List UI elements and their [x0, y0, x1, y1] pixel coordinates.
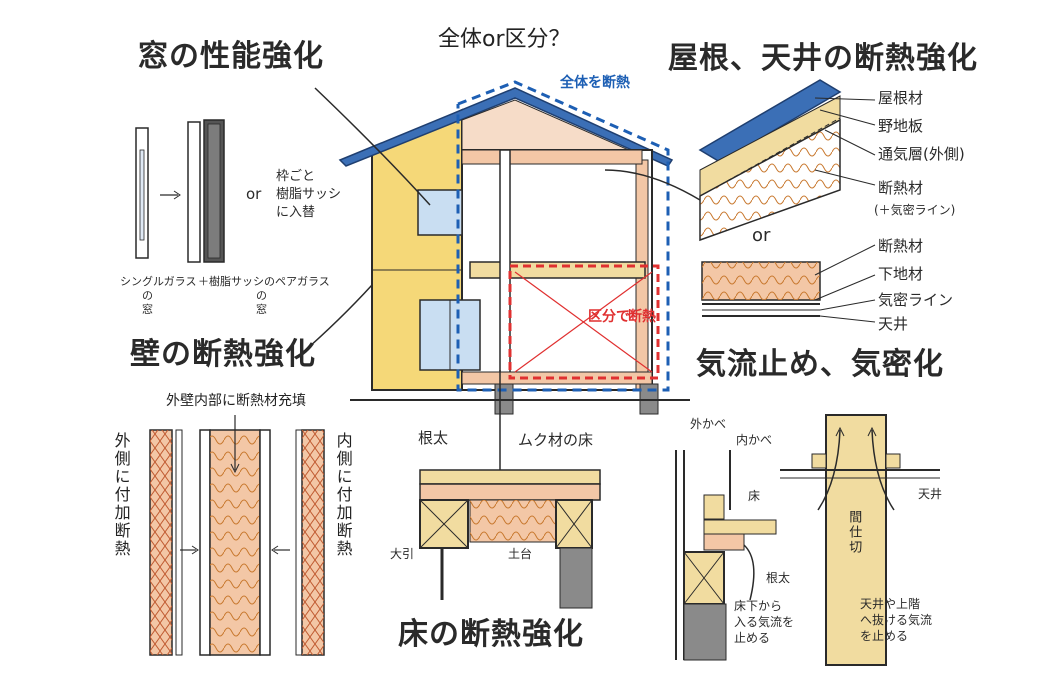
single-glass-label-2: の [142, 289, 153, 302]
window-detail [135, 119, 225, 263]
roof-label-sheathing: 野地板 [878, 117, 924, 135]
ceiling-label-airtight: 気密ライン [878, 291, 954, 309]
airflow-detail-left [675, 450, 777, 661]
roof-label-insulation: 断熱材 [878, 179, 924, 197]
replace-note-3: に入替 [276, 205, 316, 220]
airflow-neta: 根太 [766, 571, 791, 585]
window-upper [417, 189, 463, 236]
airflow-title: 気流止め、気密化 [696, 347, 944, 382]
wall-outside-label: 外側に付加断熱 [111, 432, 131, 558]
wall-inside-label: 内側に付加断熱 [333, 432, 353, 558]
ceiling-label-ceiling: 天井 [878, 315, 909, 333]
replace-note-1: 枠ごと [276, 169, 316, 184]
floor-label-dodai: 土台 [508, 547, 533, 561]
airflow-partition: 間仕切 [846, 510, 862, 555]
floor-label-neta: 根太 [418, 429, 449, 447]
section-insulation-label-a: 区分で [588, 309, 630, 325]
pair-glass-label-1: ＋樹脂サッシのペアガラス [198, 275, 330, 288]
whole-insulation-label: 全体を断熱 [560, 75, 630, 91]
floor-label-obiki: 大引 [390, 547, 415, 561]
roof-label-vent-layer: 通気層(外側) [878, 145, 965, 163]
roof-detail [698, 79, 842, 317]
floor-detail [419, 469, 601, 609]
pair-glass-label-3: 窓 [256, 303, 267, 316]
single-glass-label-1: シングルガラス [120, 275, 197, 288]
under-floor-note-2: 入る気流を [734, 615, 795, 629]
upper-note-3: を止める [860, 629, 909, 643]
roof-title: 屋根、天井の断熱強化 [668, 41, 978, 76]
upper-note-1: 天井や上階 [860, 597, 921, 611]
wall-title: 壁の断熱強化 [130, 337, 316, 372]
airflow-outer-wall: 外かべ [690, 417, 727, 431]
airflow-floor: 床 [748, 489, 761, 503]
floor-label-solid: ムク材の床 [518, 431, 594, 449]
single-glass-label-3: 窓 [142, 303, 153, 316]
roof-label-roofing: 屋根材 [878, 89, 924, 107]
ceiling-beam [461, 149, 643, 165]
whole-envelope-line [456, 80, 670, 392]
window-or: or [246, 185, 262, 203]
section-insulation-label-b: 断熱 [628, 309, 656, 325]
ceiling-label-base: 下地材 [878, 265, 924, 283]
ceiling-label-insulation: 断熱材 [878, 237, 924, 255]
wall-fill-label: 外壁内部に断熱材充填 [166, 393, 306, 409]
airflow-detail-right [780, 414, 940, 666]
second-floor-beam [469, 261, 646, 279]
upper-note-2: へ抜ける気流 [860, 613, 933, 627]
roof-or: or [752, 225, 771, 246]
under-floor-note-1: 床下から [734, 599, 783, 613]
replace-note-2: 樹脂サッシ [276, 187, 342, 202]
house-section [338, 80, 690, 415]
under-floor-note-3: 止める [734, 631, 771, 645]
question-title: 全体or区分？ [438, 27, 571, 52]
airflow-ceiling: 天井 [918, 487, 943, 501]
wall-detail [149, 415, 325, 656]
airflow-inner-wall: 内かべ [736, 433, 773, 447]
floor-title: 床の断熱強化 [398, 617, 584, 652]
roof-label-airtight: (＋気密ライン) [874, 203, 956, 217]
pair-glass-label-2: の [256, 289, 267, 302]
window-title: 窓の性能強化 [138, 39, 324, 74]
